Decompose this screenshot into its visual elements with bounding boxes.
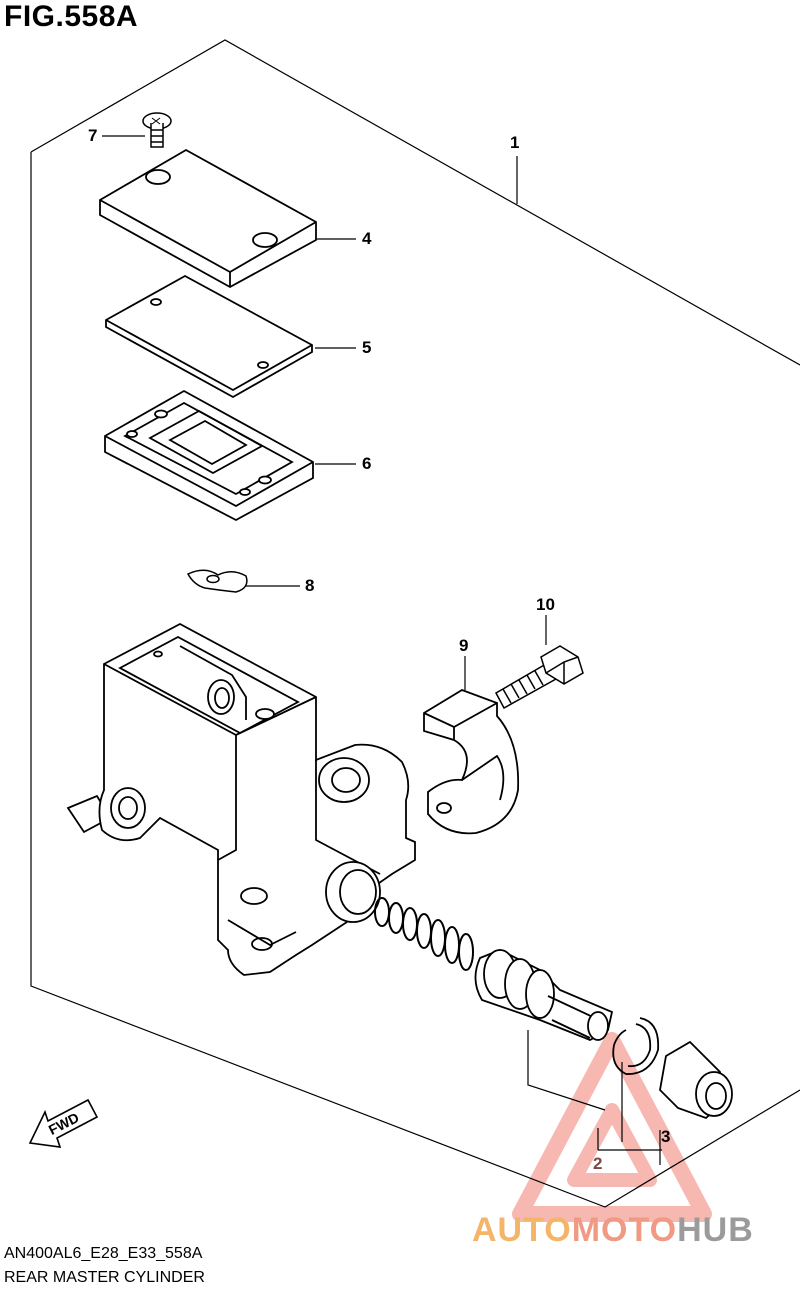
diaphragm-plate-part bbox=[105, 274, 313, 399]
callout-3[interactable]: 3 bbox=[661, 1127, 671, 1146]
figure-code: AN400AL6_E28_E33_558A bbox=[4, 1245, 203, 1262]
brand-auto: AUTO bbox=[472, 1211, 572, 1249]
callout-5[interactable]: 5 bbox=[362, 338, 372, 357]
figure-title: FIG.558A bbox=[4, 0, 139, 33]
watermark-triangle-icon bbox=[512, 1032, 712, 1222]
callout-1[interactable]: 1 bbox=[510, 133, 520, 152]
watermark-brand: AUTOMOTOHUB bbox=[472, 1211, 754, 1250]
callout-2[interactable]: 2 bbox=[593, 1154, 603, 1173]
clamp-bracket-part bbox=[423, 689, 520, 835]
spring-part bbox=[374, 897, 474, 971]
retaining-clip-part bbox=[186, 569, 248, 593]
callout-9[interactable]: 9 bbox=[459, 636, 469, 655]
callout-7[interactable]: 7 bbox=[88, 126, 98, 145]
piston-part bbox=[474, 949, 614, 1041]
snap-ring-part bbox=[612, 1017, 660, 1075]
figure-name: REAR MASTER CYLINDER bbox=[4, 1269, 205, 1286]
callout-6[interactable]: 6 bbox=[362, 454, 372, 473]
diaphragm-part bbox=[104, 389, 314, 522]
forward-arrow-icon: FWD bbox=[28, 1098, 99, 1148]
reservoir-cap-part bbox=[99, 148, 317, 289]
dust-boot-part bbox=[659, 1040, 733, 1120]
master-cylinder-body-part bbox=[66, 622, 416, 976]
brand-hub: HUB bbox=[677, 1211, 754, 1249]
callout-10[interactable]: 10 bbox=[536, 595, 555, 614]
brand-moto: MOTO bbox=[571, 1211, 678, 1249]
leader-lines bbox=[102, 135, 662, 1165]
kit-outline bbox=[30, 39, 800, 1208]
screw-part bbox=[142, 112, 172, 148]
bolt-part bbox=[494, 645, 584, 710]
callout-4[interactable]: 4 bbox=[362, 229, 372, 248]
callout-8[interactable]: 8 bbox=[305, 576, 315, 595]
